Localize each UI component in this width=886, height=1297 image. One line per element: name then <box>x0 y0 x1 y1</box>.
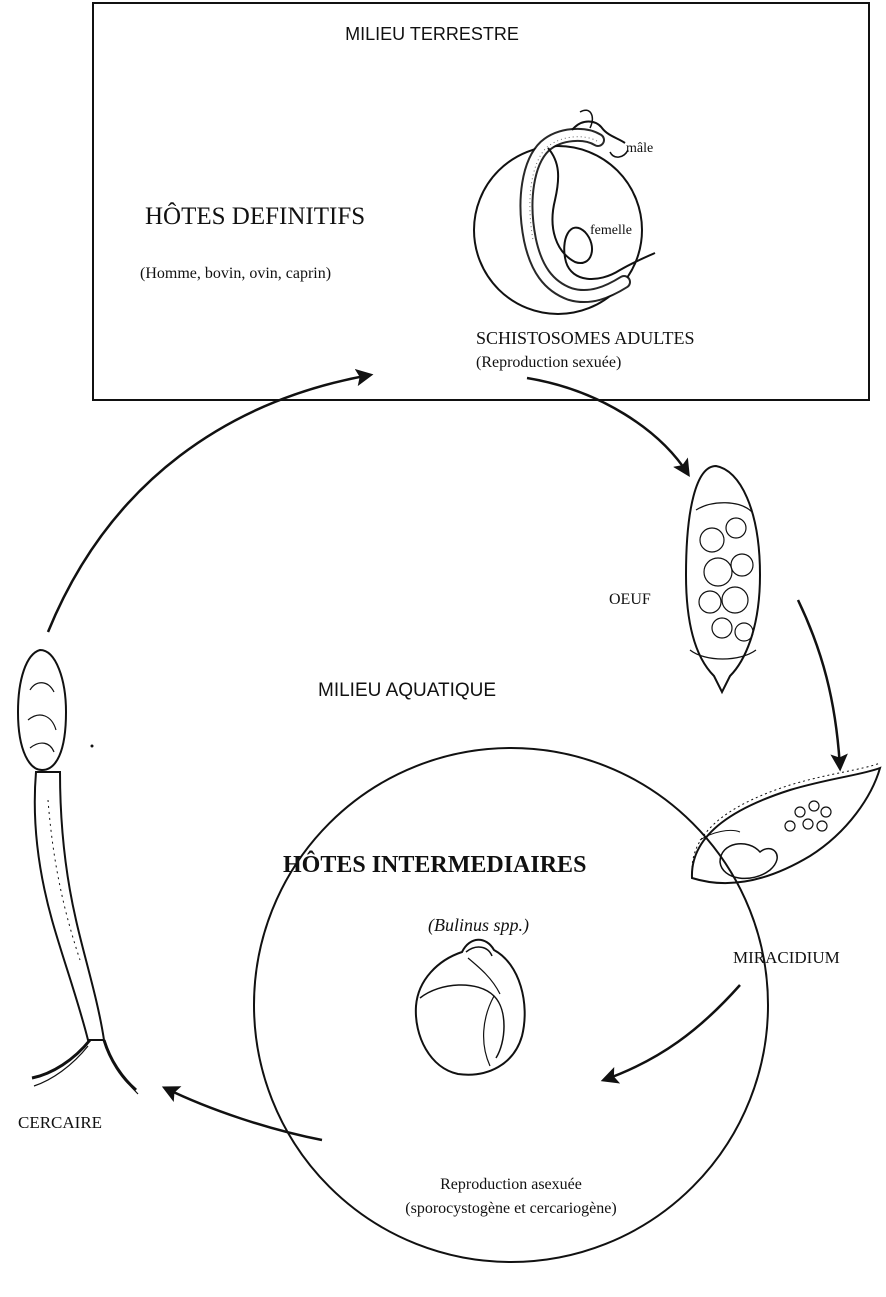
asexual-reproduction-line1: Reproduction asexuée <box>440 1176 582 1193</box>
aquatic-title: MILIEU AQUATIQUE <box>318 680 496 701</box>
miracidium-label: MIRACIDIUM <box>733 948 840 967</box>
adult-schistosomes-reproduction: (Reproduction sexuée) <box>476 354 621 371</box>
speck <box>91 745 94 748</box>
arrow-miracidium-to-snail <box>604 985 740 1080</box>
egg-label: OEUF <box>609 591 651 608</box>
worm-male-label: mâle <box>626 141 653 156</box>
adult-schistosomes-title: SCHISTOSOMES ADULTES <box>476 328 695 348</box>
definitive-hosts-title: HÔTES DEFINITIFS <box>145 202 365 230</box>
snail-illustration <box>416 940 525 1075</box>
intermediate-hosts-title: HÔTES INTERMEDIAIRES <box>283 851 586 878</box>
arrow-egg-to-miracidium <box>798 600 840 768</box>
arrow-adults-to-egg <box>527 378 688 474</box>
arrow-snail-to-cercaria <box>165 1088 322 1140</box>
cercaria-label: CERCAIRE <box>18 1113 102 1132</box>
asexual-reproduction-line2: (sporocystogène et cercariogène) <box>405 1200 616 1217</box>
terrestrial-title: MILIEU TERRESTRE <box>345 24 519 44</box>
cercaria-illustration <box>18 650 138 1094</box>
worm-female-label: femelle <box>590 223 632 238</box>
definitive-hosts-list: (Homme, bovin, ovin, caprin) <box>140 265 331 282</box>
intermediate-hosts-species: (Bulinus spp.) <box>428 915 529 936</box>
arrow-cercaria-to-definitive-hosts <box>48 375 370 632</box>
egg-illustration <box>686 466 760 692</box>
miracidium-illustration <box>692 763 880 883</box>
